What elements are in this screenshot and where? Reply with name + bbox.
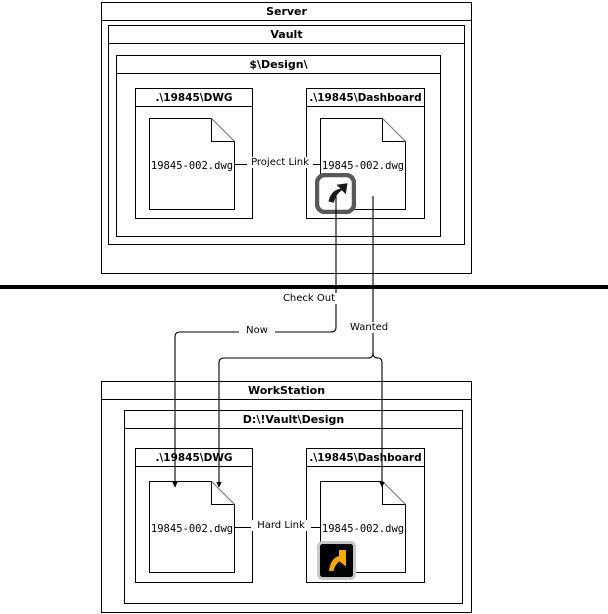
server-folder-dwg-title: .\19845\DWG (136, 89, 252, 107)
server-document-dashboard-name: 19845-002.dwg (321, 160, 405, 172)
server-document-dwg-name: 19845-002.dwg (150, 160, 234, 172)
wanted-label: Wanted (348, 322, 400, 333)
workstation-design-title: D:\!Vault\Design (125, 411, 462, 429)
workstation-document-dwg: 19845-002.dwg (149, 481, 235, 573)
document-page-shape (149, 481, 235, 573)
checkout-label: Check Out (272, 293, 346, 304)
vault-title: Vault (109, 26, 464, 44)
server-project-link-label: Project Link (247, 157, 313, 168)
shortcut-arrow-gray-icon (314, 172, 357, 215)
server-title: Server (102, 3, 471, 21)
now-label: Now (239, 325, 275, 336)
workstation-folder-dashboard-title: .\19845\Dashboard (307, 449, 424, 467)
server-folder-dashboard-title: .\19845\Dashboard (307, 89, 424, 107)
server-folder-dashboard: .\19845\Dashboard (306, 88, 425, 219)
shortcut-arrow-orange-icon (317, 541, 356, 580)
workstation-document-dwg-name: 19845-002.dwg (150, 523, 234, 535)
server-workstation-divider (0, 285, 608, 289)
workstation-folder-dwg-title: .\19845\DWG (136, 449, 252, 467)
server-design-title: $\Design\ (117, 56, 440, 74)
workstation-title: WorkStation (102, 382, 471, 400)
server-document-dwg: 19845-002.dwg (149, 118, 235, 210)
workstation-document-dashboard-name: 19845-002.dwg (321, 523, 405, 535)
workstation-hard-link-label: Hard Link (251, 520, 311, 531)
document-page-shape (149, 118, 235, 210)
